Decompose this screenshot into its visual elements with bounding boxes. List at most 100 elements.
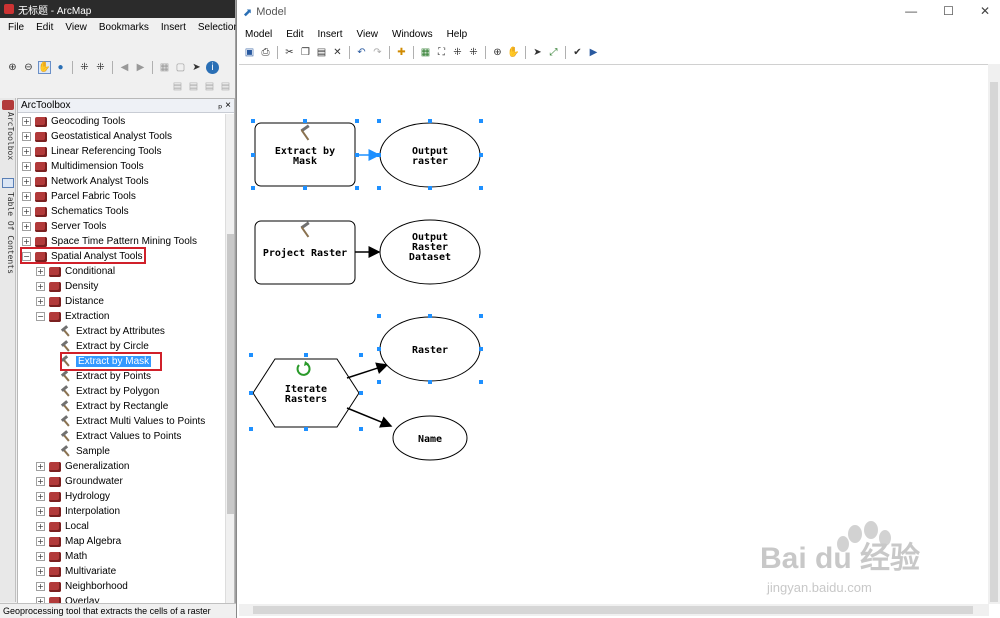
expand-icon[interactable]: + [22,192,31,201]
expand-icon[interactable]: + [36,537,45,546]
tree-item[interactable]: +Distance [36,294,104,309]
copy-icon[interactable]: ❐ [301,46,310,58]
tree-item[interactable]: Extract by Rectangle [60,399,168,414]
redo-icon[interactable]: ↷ [373,46,382,58]
add-data-icon[interactable]: ✚ [397,46,406,58]
expand-icon[interactable]: + [36,522,45,531]
expand-icon[interactable]: + [22,237,31,246]
panel-pin-close-icon[interactable]: ₚ × [218,100,231,111]
full-extent-icon[interactable]: ⛶ [438,46,445,58]
name-node[interactable]: Name [392,415,468,461]
fixed-zoom-in-icon[interactable]: ⁜ [453,46,462,58]
minimize-button[interactable]: — [905,4,918,18]
menu-insert[interactable]: Insert [160,21,186,33]
menu-bookmarks[interactable]: Bookmarks [98,21,149,33]
zoom-in-icon[interactable]: ⊕ [8,61,17,73]
raster-node[interactable]: Raster [379,316,481,382]
tree-item[interactable]: Extract by Attributes [60,324,165,339]
delete-icon[interactable]: ✕ [333,46,342,58]
tree-item[interactable]: +Groundwater [36,474,123,489]
expand-icon[interactable]: + [22,147,31,156]
connect-icon[interactable]: ⤢ [549,46,558,58]
collapse-icon[interactable]: − [36,312,45,321]
expand-icon[interactable]: + [36,597,45,604]
tree-item[interactable]: +Schematics Tools [22,204,129,219]
select-features-icon[interactable]: ▦ [159,61,170,73]
expand-icon[interactable]: + [36,492,45,501]
tree-item[interactable]: +Generalization [36,459,129,474]
expand-icon[interactable]: + [22,177,31,186]
scrollbar-thumb[interactable] [253,606,973,614]
tree-item[interactable]: +Local [36,519,89,534]
undo-icon[interactable]: ↶ [357,46,366,58]
menu-file[interactable]: File [8,21,25,33]
tree-item[interactable]: Extract by Points [60,369,151,384]
tree-item[interactable]: −Spatial Analyst Tools [22,249,143,264]
fixed-zoom-out-icon[interactable]: ⁜ [96,61,105,73]
save-icon[interactable]: ▣ [244,46,255,58]
tree-item[interactable]: −Extraction [36,309,109,324]
expand-icon[interactable]: + [36,462,45,471]
run-icon[interactable]: ▶ [589,46,598,58]
scrollbar-thumb[interactable] [990,82,998,602]
cut-icon[interactable]: ✂ [285,46,294,58]
expand-icon[interactable]: + [36,297,45,306]
model-vertical-scrollbar[interactable] [988,64,1000,604]
pan-hand-icon[interactable]: ✋ [38,60,51,74]
zoom-out-icon[interactable]: ⊖ [24,61,33,73]
model-menu-model[interactable]: Model [245,28,273,40]
expand-icon[interactable]: + [36,552,45,561]
scrollbar-thumb[interactable] [227,234,234,514]
layout-tool-icon[interactable]: ▤ [220,80,231,92]
model-menu-windows[interactable]: Windows [392,28,433,40]
dock-tab-table-of-contents[interactable]: Table Of Contents [6,192,15,274]
model-menu-insert[interactable]: Insert [317,28,343,40]
expand-icon[interactable]: + [22,117,31,126]
tree-item[interactable]: +Geostatistical Analyst Tools [22,129,172,144]
connector-arrow[interactable] [346,407,393,428]
back-arrow-icon[interactable]: ◀ [120,61,129,73]
info-icon[interactable]: i [206,60,219,74]
expand-icon[interactable]: + [22,132,31,141]
expand-icon[interactable]: + [36,507,45,516]
select-elements-icon[interactable]: ➤ [192,61,201,73]
model-horizontal-scrollbar[interactable] [239,604,989,616]
tree-item[interactable]: +Space Time Pattern Mining Tools [22,234,197,249]
menu-selection[interactable]: Selection [197,21,240,33]
paste-icon[interactable]: ▤ [316,46,327,58]
pan-icon[interactable]: ✋ [507,46,520,58]
layout-tool-icon[interactable]: ▤ [172,80,183,92]
expand-icon[interactable]: + [22,222,31,231]
tree-item[interactable]: Extract Multi Values to Points [60,414,205,429]
expand-icon[interactable]: + [36,267,45,276]
tree-item[interactable]: +Multivariate [36,564,116,579]
expand-icon[interactable]: + [36,582,45,591]
tree-item[interactable]: +Network Analyst Tools [22,174,149,189]
zoom-icon[interactable]: ⊕ [493,46,502,58]
tree-item[interactable]: +Neighborhood [36,579,128,594]
close-button[interactable]: ✕ [979,4,990,18]
arctoolbox-dock-icon[interactable] [2,100,14,110]
expand-icon[interactable]: + [22,162,31,171]
auto-layout-icon[interactable]: ▦ [420,46,431,58]
model-menu-edit[interactable]: Edit [286,28,304,40]
tree-item[interactable]: Extract by Circle [60,339,149,354]
maximize-button[interactable]: ☐ [943,4,954,18]
expand-icon[interactable]: + [36,477,45,486]
tree-item[interactable]: +Map Algebra [36,534,121,549]
toolbox-scrollbar[interactable] [225,114,234,604]
expand-icon[interactable]: + [36,282,45,291]
tree-item[interactable]: Sample [60,444,110,459]
selection-handles[interactable] [249,314,483,431]
selection-handles[interactable] [251,119,483,190]
tree-item[interactable]: Extract by Mask [60,354,152,369]
tree-item[interactable]: Extract by Polygon [60,384,159,399]
select-icon[interactable]: ➤ [533,46,542,58]
dock-tab-arctoolbox[interactable]: ArcToolbox [6,112,15,161]
tree-item[interactable]: +Interpolation [36,504,120,519]
layout-tool-icon[interactable]: ▤ [204,80,215,92]
